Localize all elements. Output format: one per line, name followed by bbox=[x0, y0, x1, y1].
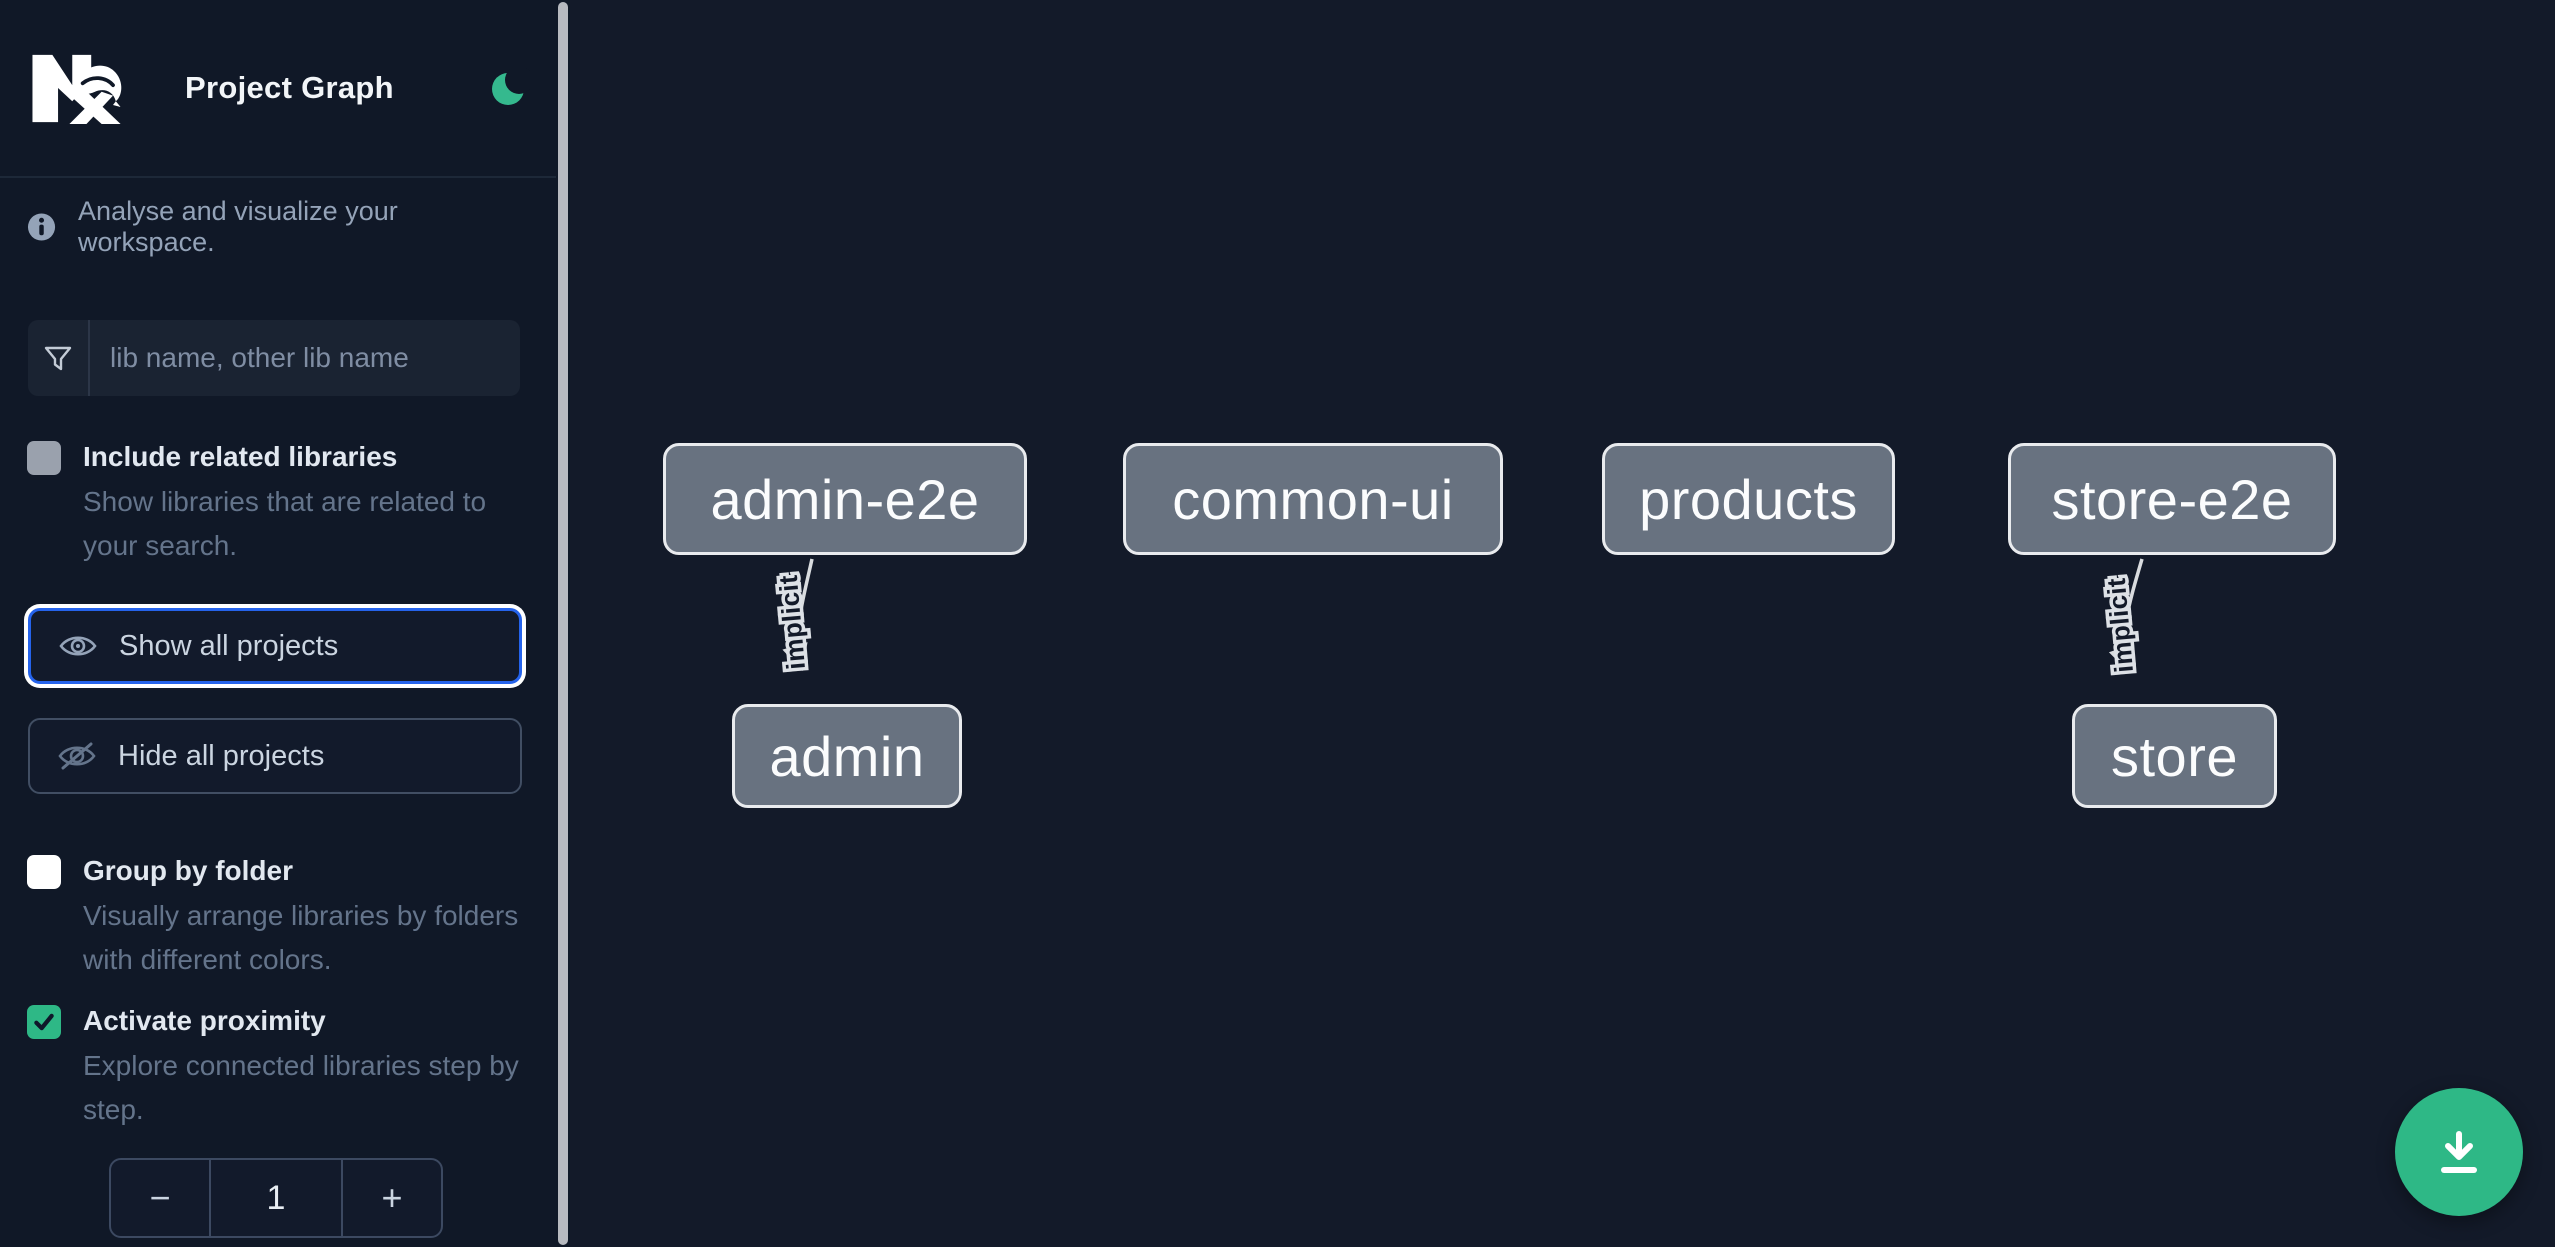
hide-all-projects-button[interactable]: Hide all projects bbox=[28, 718, 522, 794]
tagline-row: Analyse and visualize your workspace. bbox=[27, 196, 527, 258]
download-icon bbox=[2441, 1131, 2477, 1173]
download-graph-button[interactable] bbox=[2395, 1088, 2523, 1216]
include-related-row: Include related libraries Show libraries… bbox=[27, 438, 527, 568]
check-icon bbox=[34, 1013, 54, 1031]
activate-proximity-row: Activate proximity Explore connected lib… bbox=[27, 1002, 527, 1132]
edge-store-e2e-store bbox=[2108, 558, 2144, 673]
group-by-folder-row: Group by folder Visually arrange librari… bbox=[27, 852, 527, 982]
activate-proximity-description: Explore connected libraries step by step… bbox=[83, 1050, 519, 1125]
project-node-admin[interactable]: admin bbox=[732, 704, 962, 808]
theme-toggle-button[interactable] bbox=[488, 65, 533, 110]
edge-label-implicit: implicit bbox=[2101, 577, 2139, 674]
project-node-products[interactable]: products bbox=[1602, 443, 1895, 555]
proximity-decrement-button[interactable]: − bbox=[111, 1160, 209, 1236]
include-related-label: Include related libraries bbox=[83, 441, 398, 472]
show-all-projects-button[interactable]: Show all projects bbox=[28, 608, 522, 684]
edge-admin-e2e-admin bbox=[782, 558, 814, 672]
project-node-admin-e2e[interactable]: admin-e2e bbox=[663, 443, 1027, 555]
scrollbar-thumb[interactable] bbox=[558, 2, 568, 1245]
project-node-store[interactable]: store bbox=[2072, 704, 2277, 808]
page-title: Project Graph bbox=[185, 70, 394, 105]
project-node-store-e2e[interactable]: store-e2e bbox=[2008, 443, 2336, 555]
graph-canvas[interactable]: implicit implicit admin-e2e common-ui pr… bbox=[570, 0, 2555, 1247]
sidebar: Project Graph Analyse and visualize your… bbox=[0, 0, 570, 1247]
eye-icon bbox=[59, 636, 97, 656]
activate-proximity-label: Activate proximity bbox=[83, 1005, 326, 1036]
hide-all-projects-label: Hide all projects bbox=[118, 739, 325, 772]
funnel-icon bbox=[28, 320, 90, 396]
tagline-text: Analyse and visualize your workspace. bbox=[78, 196, 398, 257]
filter-box bbox=[28, 320, 520, 396]
eye-off-icon bbox=[58, 742, 96, 770]
group-by-folder-checkbox[interactable] bbox=[27, 855, 61, 889]
include-related-description: Show libraries that are related to your … bbox=[83, 486, 487, 561]
filter-input[interactable] bbox=[90, 320, 520, 396]
proximity-stepper: − 1 + bbox=[109, 1158, 443, 1238]
group-by-folder-label: Group by folder bbox=[83, 855, 293, 886]
group-by-folder-description: Visually arrange libraries by folders wi… bbox=[83, 900, 519, 975]
proximity-value: 1 bbox=[209, 1160, 343, 1236]
proximity-increment-button[interactable]: + bbox=[343, 1160, 441, 1236]
nx-logo bbox=[32, 54, 122, 124]
graph-edges: implicit implicit bbox=[769, 558, 2144, 677]
moon-icon bbox=[492, 65, 533, 105]
activate-proximity-checkbox[interactable] bbox=[27, 1005, 61, 1039]
include-related-checkbox[interactable] bbox=[27, 441, 61, 475]
project-node-common-ui[interactable]: common-ui bbox=[1123, 443, 1503, 555]
sidebar-scrollbar[interactable] bbox=[556, 0, 570, 1247]
show-all-projects-label: Show all projects bbox=[119, 629, 339, 662]
info-icon bbox=[27, 213, 56, 241]
sidebar-header: Project Graph bbox=[0, 0, 556, 178]
